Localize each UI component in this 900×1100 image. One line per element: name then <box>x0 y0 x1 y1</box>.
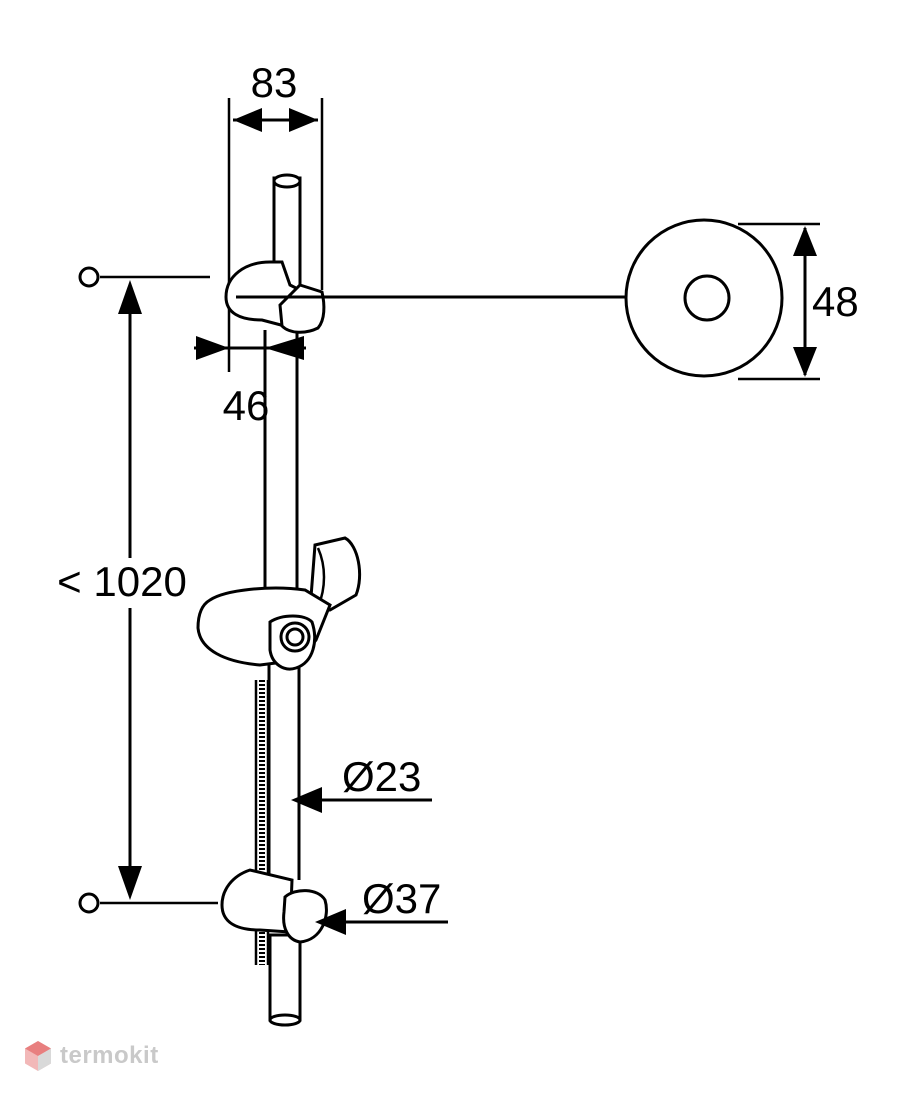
dimension-label-46: 46 <box>223 382 270 429</box>
mounting-point-top-icon <box>78 266 100 288</box>
dimension-label-1020: < 1020 <box>57 558 187 605</box>
dimension-label-48: 48 <box>812 278 859 325</box>
watermark: termokit <box>24 1036 159 1076</box>
sliding-holder <box>196 536 362 671</box>
watermark-brand: termokit <box>60 1042 159 1069</box>
callout-rail-diameter: Ø23 <box>291 753 432 813</box>
top-wall-bracket <box>224 260 626 334</box>
wall-rosette: 48 <box>624 218 859 381</box>
dimension-width-top: 83 <box>227 59 324 290</box>
hexagon-logo-icon <box>25 1041 51 1071</box>
callout-holder-diameter: Ø37 <box>315 875 448 935</box>
dimension-height: < 1020 <box>50 266 218 914</box>
bottom-wall-bracket <box>220 868 328 944</box>
dimension-label-37: Ø37 <box>362 875 441 922</box>
dimension-bracket-depth: 46 <box>194 305 306 429</box>
mounting-point-bottom-icon <box>78 892 100 914</box>
dimension-label-83: 83 <box>251 59 298 106</box>
dimension-label-23: Ø23 <box>342 753 421 800</box>
